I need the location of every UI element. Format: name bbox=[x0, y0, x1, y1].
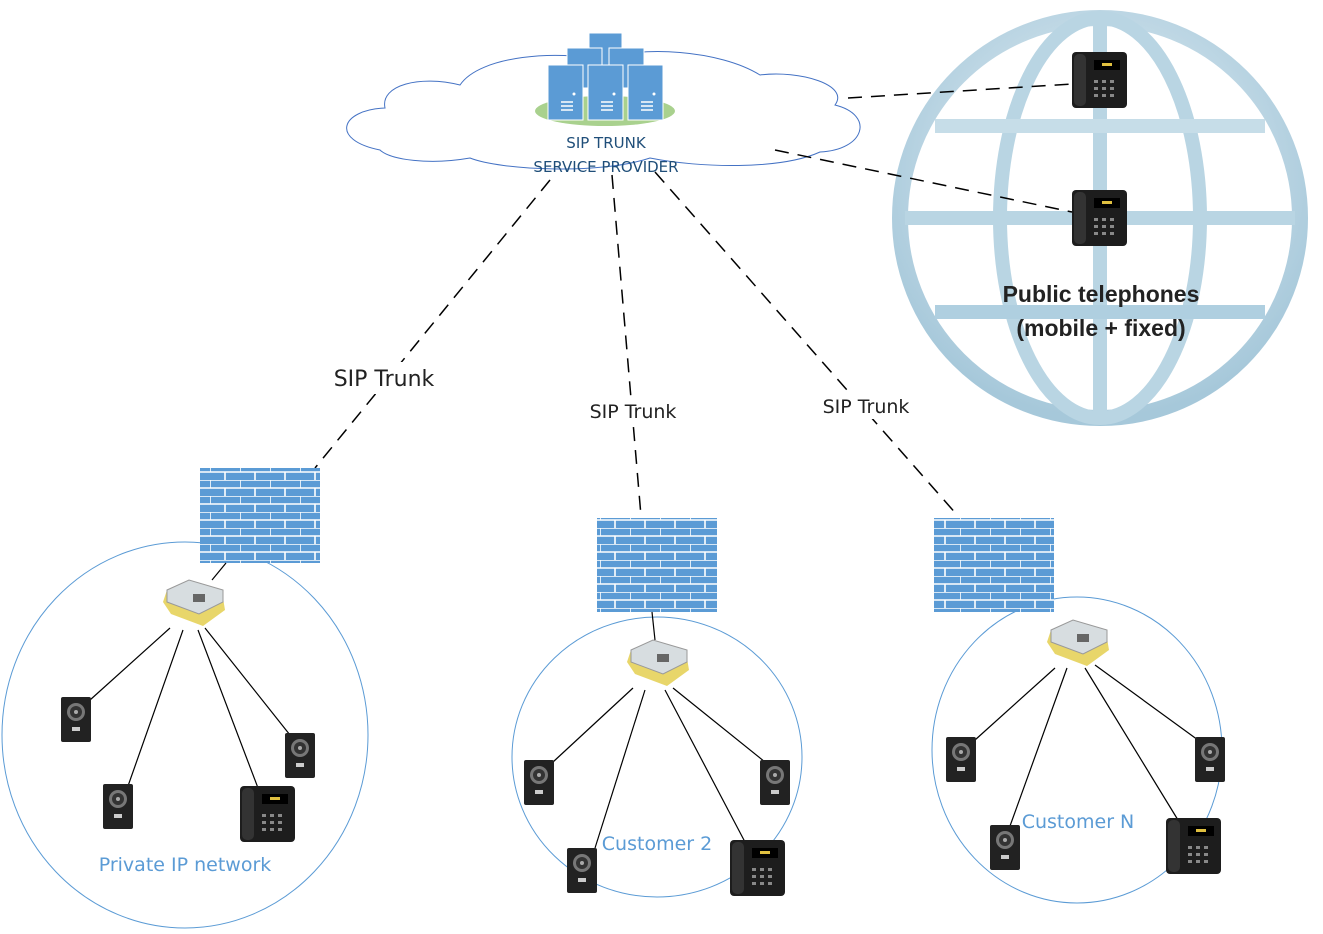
trunk-label-2: SIP Trunk bbox=[590, 401, 677, 423]
intercom-icon bbox=[524, 760, 554, 805]
desk-phone-icon bbox=[240, 786, 295, 842]
provider-label-line1: SIP TRUNK bbox=[566, 134, 647, 152]
intercom-icon bbox=[61, 697, 91, 742]
firewall-icon bbox=[597, 518, 717, 612]
provider-label-line2: SERVICE PROVIDER bbox=[533, 158, 678, 176]
network-label-customer-n: Customer N bbox=[1022, 811, 1135, 833]
intercom-icon bbox=[1195, 737, 1225, 782]
desk-phone-icon bbox=[1166, 818, 1221, 874]
network-boundary bbox=[1, 541, 369, 929]
trunk-label-3: SIP Trunk bbox=[823, 396, 910, 418]
intercom-icon bbox=[103, 784, 133, 829]
intercom-icon bbox=[760, 760, 790, 805]
firewall-icon bbox=[200, 468, 320, 563]
server-cluster-icon bbox=[535, 32, 675, 126]
intercom-icon bbox=[285, 733, 315, 778]
gateway-device-icon bbox=[626, 639, 690, 687]
network-label-private: Private IP network bbox=[99, 854, 272, 876]
public-phone-icon bbox=[1072, 52, 1127, 108]
public-label-line2: (mobile + fixed) bbox=[1016, 315, 1185, 341]
public-phone-icon bbox=[1072, 190, 1127, 246]
gateway-device-icon bbox=[1046, 619, 1110, 667]
intercom-icon bbox=[946, 737, 976, 782]
intercom-icon bbox=[990, 825, 1020, 870]
firewall-icon bbox=[934, 518, 1054, 612]
trunk-label-1: SIP Trunk bbox=[334, 367, 435, 392]
network-boundary bbox=[511, 616, 803, 898]
public-label-line1: Public telephones bbox=[1003, 281, 1200, 307]
trunk-lines bbox=[314, 83, 1073, 517]
desk-phone-icon bbox=[730, 840, 785, 896]
intercom-icon bbox=[567, 848, 597, 893]
network-label-customer-2: Customer 2 bbox=[602, 833, 712, 855]
gateway-device-icon bbox=[162, 579, 226, 627]
